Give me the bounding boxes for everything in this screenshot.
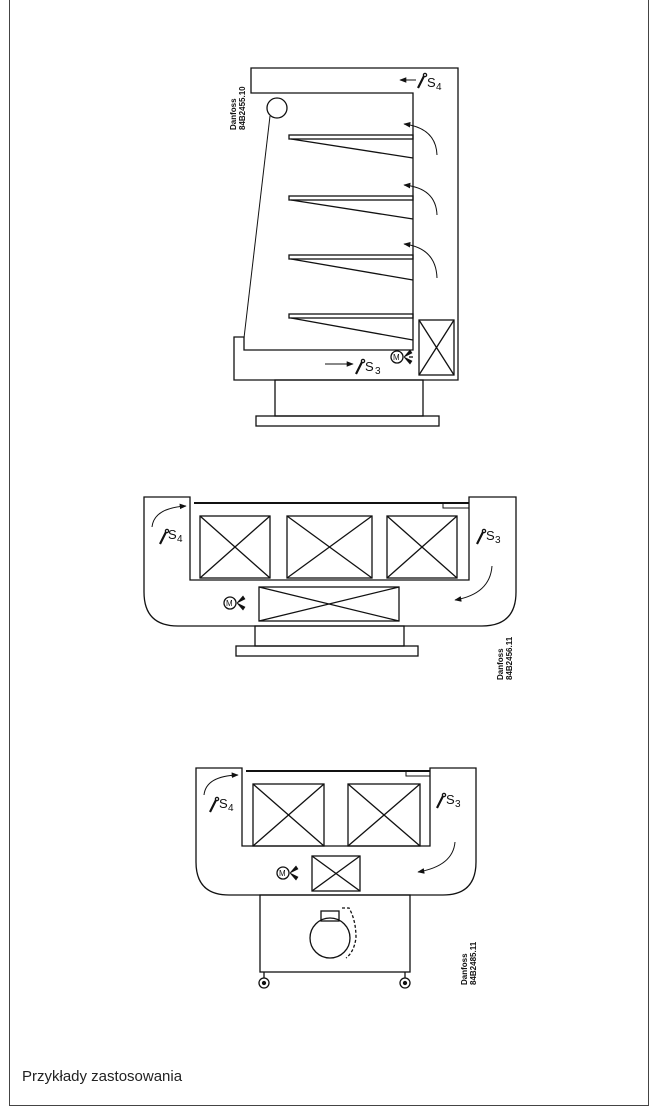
compressor-icon	[309, 907, 357, 959]
sensor-s3: S 3	[476, 528, 501, 546]
svg-text:S: S	[365, 359, 374, 374]
shelves	[288, 134, 414, 341]
diagram-code-label: Danfoss 84B2485.11	[460, 941, 478, 985]
svg-text:Danfoss: Danfoss	[229, 98, 238, 130]
svg-text:M: M	[393, 353, 400, 362]
airflow-arrows	[325, 77, 438, 367]
case-outline	[143, 496, 517, 627]
svg-text:84B2485.11: 84B2485.11	[469, 941, 478, 985]
svg-text:4: 4	[228, 803, 234, 814]
svg-text:M: M	[279, 869, 286, 878]
fan-motor-icon: M	[276, 865, 299, 881]
case-base	[235, 625, 419, 657]
svg-text:4: 4	[436, 82, 442, 93]
diagram-code-label: Danfoss 84B2455.10	[229, 86, 247, 130]
svg-text:84B2455.10: 84B2455.10	[238, 86, 247, 130]
page-frame	[9, 0, 649, 1106]
svg-text:3: 3	[375, 366, 381, 377]
svg-text:S: S	[446, 792, 455, 807]
airflow-arrows	[203, 772, 456, 874]
sensor-s4: S 4	[209, 796, 234, 814]
svg-text:4: 4	[177, 534, 183, 545]
case-outline	[195, 767, 477, 896]
evaporator-box	[418, 319, 455, 376]
plugin-case-diagram: M S 4 S 3	[195, 767, 478, 989]
multideck-cabinet-diagram: M S 4 S 3 Danfoss 84B2455.10	[229, 67, 459, 427]
top-roller-circle	[266, 97, 288, 119]
fan-motor-icon: M	[390, 349, 413, 365]
svg-text:Danfoss: Danfoss	[496, 648, 505, 680]
figure-caption: Przykłady zastosowania	[22, 1068, 183, 1085]
sensor-s3: S 3	[436, 792, 461, 810]
airflow-arrows	[151, 503, 493, 602]
sensor-s4: S 4	[159, 527, 183, 545]
cabinet-outline	[233, 67, 459, 381]
svg-text:M: M	[226, 599, 233, 608]
svg-text:84B2456.11: 84B2456.11	[505, 636, 514, 680]
product-boxes	[252, 783, 421, 847]
product-boxes	[199, 515, 458, 579]
svg-text:3: 3	[455, 799, 461, 810]
island-case-diagram: M S 4 S 3 Danfoss 84B2456.11	[143, 496, 517, 680]
svg-text:S: S	[219, 796, 228, 811]
svg-text:S: S	[168, 527, 177, 542]
svg-text:S: S	[486, 528, 495, 543]
svg-text:3: 3	[495, 535, 501, 546]
sensor-s3: S 3	[355, 358, 381, 377]
machine-compartment	[259, 894, 411, 973]
caster-wheels	[258, 972, 411, 989]
sensor-s4: S 4	[417, 72, 442, 93]
cabinet-base	[255, 379, 440, 427]
svg-text:Danfoss: Danfoss	[460, 953, 469, 985]
fan-motor-icon: M	[223, 595, 246, 611]
evaporator-box	[258, 586, 400, 622]
svg-text:S: S	[427, 75, 436, 90]
evaporator-box	[311, 855, 361, 892]
diagram-code-label: Danfoss 84B2456.11	[496, 636, 514, 680]
